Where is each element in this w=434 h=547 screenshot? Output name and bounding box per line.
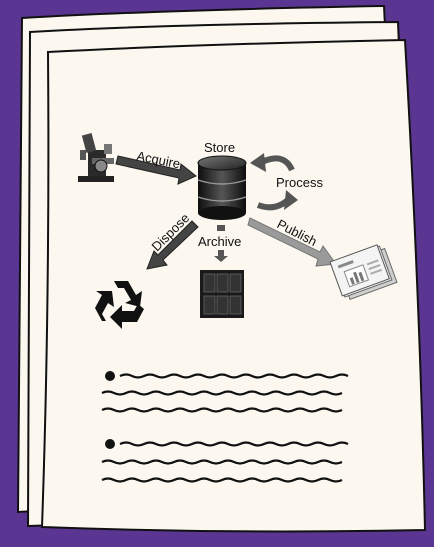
process-label: Process [276, 175, 323, 190]
placeholder-line-2 [102, 392, 342, 395]
archive-marker [217, 225, 225, 231]
database-icon [198, 156, 246, 220]
store-label: Store [204, 140, 235, 155]
bullet-dot-1 [105, 371, 115, 381]
placeholder-line-6 [102, 479, 342, 482]
placeholder-line-5 [102, 461, 342, 464]
placeholder-line-3 [102, 409, 342, 412]
bullet-dot-2 [105, 439, 115, 449]
archive-label: Archive [198, 234, 241, 249]
archive-tape-icon [200, 270, 244, 318]
